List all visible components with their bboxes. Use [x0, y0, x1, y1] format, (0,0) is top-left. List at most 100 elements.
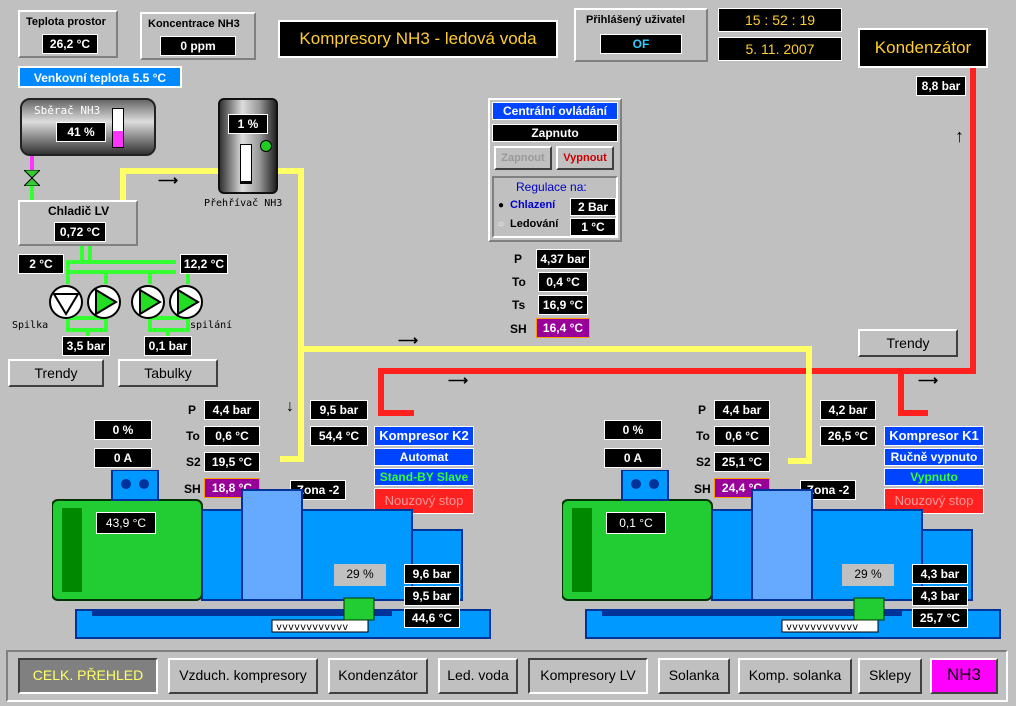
k1-oil-pressure-1: 4,3 bar — [912, 564, 968, 584]
tab-ice-water[interactable]: Led. voda — [438, 658, 518, 694]
k1-p-value: 4,4 bar — [714, 400, 770, 420]
k1-title[interactable]: Kompresor K1 — [884, 426, 984, 446]
nh3-concentration-panel: Koncentrace NH3 0 ppm — [140, 12, 256, 60]
k2-load: 29 % — [334, 564, 386, 586]
pipe-yellow-left-up — [120, 170, 126, 202]
icing-setpoint[interactable]: 1 °C — [570, 218, 616, 236]
nh3-concentration-label: Koncentrace NH3 — [148, 18, 240, 30]
k1-mode[interactable]: Ručně vypnuto — [884, 448, 984, 466]
superheater-label: Přehřívač NH3 — [204, 198, 283, 209]
k1-capacity: 0 % — [604, 420, 662, 440]
pipe-green — [66, 260, 70, 284]
tab-brine-compressors[interactable]: Komp. solanka — [738, 658, 852, 694]
ts-value: 16,9 °C — [538, 295, 588, 315]
pipe-yellow-down — [298, 168, 304, 462]
tab-lv-compressors[interactable]: Kompresory LV — [528, 658, 648, 694]
spilka-label: Spilka — [12, 320, 49, 331]
pipe-green — [80, 246, 84, 262]
receiver-tank[interactable]: Sběrač NH3 41 % — [20, 98, 156, 156]
k1-load: 29 % — [842, 564, 894, 586]
user-value[interactable]: OF — [600, 34, 682, 54]
radio-cooling[interactable]: ● — [498, 200, 505, 211]
tab-condenser[interactable]: Kondenzátor — [328, 658, 428, 694]
k2-title[interactable]: Kompresor K2 — [374, 426, 474, 446]
down-arrow-icon: ↓ — [286, 398, 294, 415]
tab-overview[interactable]: CELK. PŘEHLED — [18, 658, 158, 694]
cooler-value: 0,72 °C — [54, 222, 106, 242]
central-control-panel: Centrální ovládání Zapnuto Zapnout Vypno… — [488, 98, 622, 242]
pipe-green-short — [30, 186, 34, 200]
receiver-level-gauge — [112, 108, 124, 148]
clock-time: 15 : 52 : 19 — [718, 8, 842, 32]
turn-on-button[interactable]: Zapnout — [494, 146, 552, 170]
condenser-button[interactable]: Kondenzátor — [858, 28, 988, 68]
cooling-label[interactable]: Chlazení — [510, 199, 556, 211]
k2-to-value: 0,6 °C — [204, 426, 260, 446]
pipe-yellow-top-left — [120, 168, 224, 174]
pump-icon[interactable] — [168, 284, 204, 320]
k2-current: 0 A — [94, 448, 152, 468]
room-temp-panel: Teplota prostor 26,2 °C — [18, 10, 118, 58]
k1-motor-temp: 0,1 °C — [606, 512, 666, 534]
k2-oil-temp: 44,6 °C — [404, 608, 460, 628]
tab-nh3[interactable]: NH3 — [930, 658, 998, 694]
bottom-nav — [6, 650, 1008, 702]
regulation-label: Regulace na: — [516, 180, 587, 194]
tab-brine[interactable]: Solanka — [658, 658, 730, 694]
pipe-green — [66, 270, 176, 274]
k2-p-label: P — [188, 403, 197, 417]
suction-p-value: 4,37 bar — [536, 249, 590, 269]
pipe-green — [166, 330, 170, 340]
pipe-green — [186, 320, 190, 330]
to-label: To — [512, 275, 526, 289]
pipe-red-horizontal — [378, 368, 976, 374]
pipe-yellow-top-right — [276, 168, 304, 174]
pump-icon[interactable] — [86, 284, 122, 320]
k1-p-label: P — [698, 403, 707, 417]
valve-icon[interactable] — [22, 169, 42, 187]
pipe-green — [66, 260, 176, 264]
cooler-temp-right: 12,2 °C — [180, 254, 228, 274]
trends-button-left[interactable]: Trendy — [8, 359, 104, 387]
cooler-panel[interactable]: Chladič LV 0,72 °C — [18, 200, 138, 246]
k1-s2-label: S2 — [696, 455, 711, 469]
spilani-label: spilání — [190, 320, 233, 331]
tab-cellars[interactable]: Sklepy — [858, 658, 922, 694]
turn-off-button[interactable]: Vypnout — [556, 146, 614, 170]
pipe-yellow-k2-in — [280, 456, 304, 462]
k2-sh-label: SH — [184, 482, 201, 496]
k1-state: Vypnuto — [884, 468, 984, 486]
pipe-green — [66, 320, 70, 330]
trends-button-right[interactable]: Trendy — [858, 329, 958, 357]
icing-label[interactable]: Ledování — [510, 218, 559, 230]
k2-discharge-temp: 54,4 °C — [310, 426, 368, 446]
user-label: Přihlášený uživatel — [586, 14, 686, 26]
superheater-status-icon — [260, 140, 272, 152]
pipe-green — [104, 320, 108, 330]
pump-icon[interactable] — [130, 284, 166, 320]
tables-button[interactable]: Tabulky — [118, 359, 218, 387]
k1-to-value: 0,6 °C — [714, 426, 770, 446]
cooling-setpoint[interactable]: 2 Bar — [570, 198, 616, 216]
pipe-red-vertical — [970, 68, 976, 372]
k1-to-label: To — [696, 429, 710, 443]
pipe-green — [148, 320, 152, 330]
pump-icon[interactable] — [48, 284, 84, 320]
user-panel: Přihlášený uživatel OF — [574, 8, 708, 62]
k2-state: Stand-BY Slave — [374, 468, 474, 486]
suction-p-label: P — [514, 252, 523, 266]
pipe-red-k2-down — [378, 368, 384, 414]
superheater-tank[interactable]: 1 % — [218, 98, 278, 194]
regulation-box: Regulace na: ● Chlazení 2 Bar ○ Ledování… — [492, 176, 618, 238]
k2-oil-pressure-1: 9,6 bar — [404, 564, 460, 584]
room-temp-value: 26,2 °C — [42, 34, 98, 54]
radio-icing[interactable]: ○ — [498, 219, 505, 230]
pipe-yellow-horizontal — [298, 346, 812, 352]
superheater-value: 1 % — [228, 114, 268, 134]
k2-motor-temp: 43,9 °C — [96, 512, 156, 534]
k2-s2-value: 19,5 °C — [204, 452, 260, 472]
tab-air-compressors[interactable]: Vzduch. kompresory — [168, 658, 318, 694]
k2-p-value: 4,4 bar — [204, 400, 260, 420]
pipe-green — [86, 330, 90, 340]
k2-mode[interactable]: Automat — [374, 448, 474, 466]
